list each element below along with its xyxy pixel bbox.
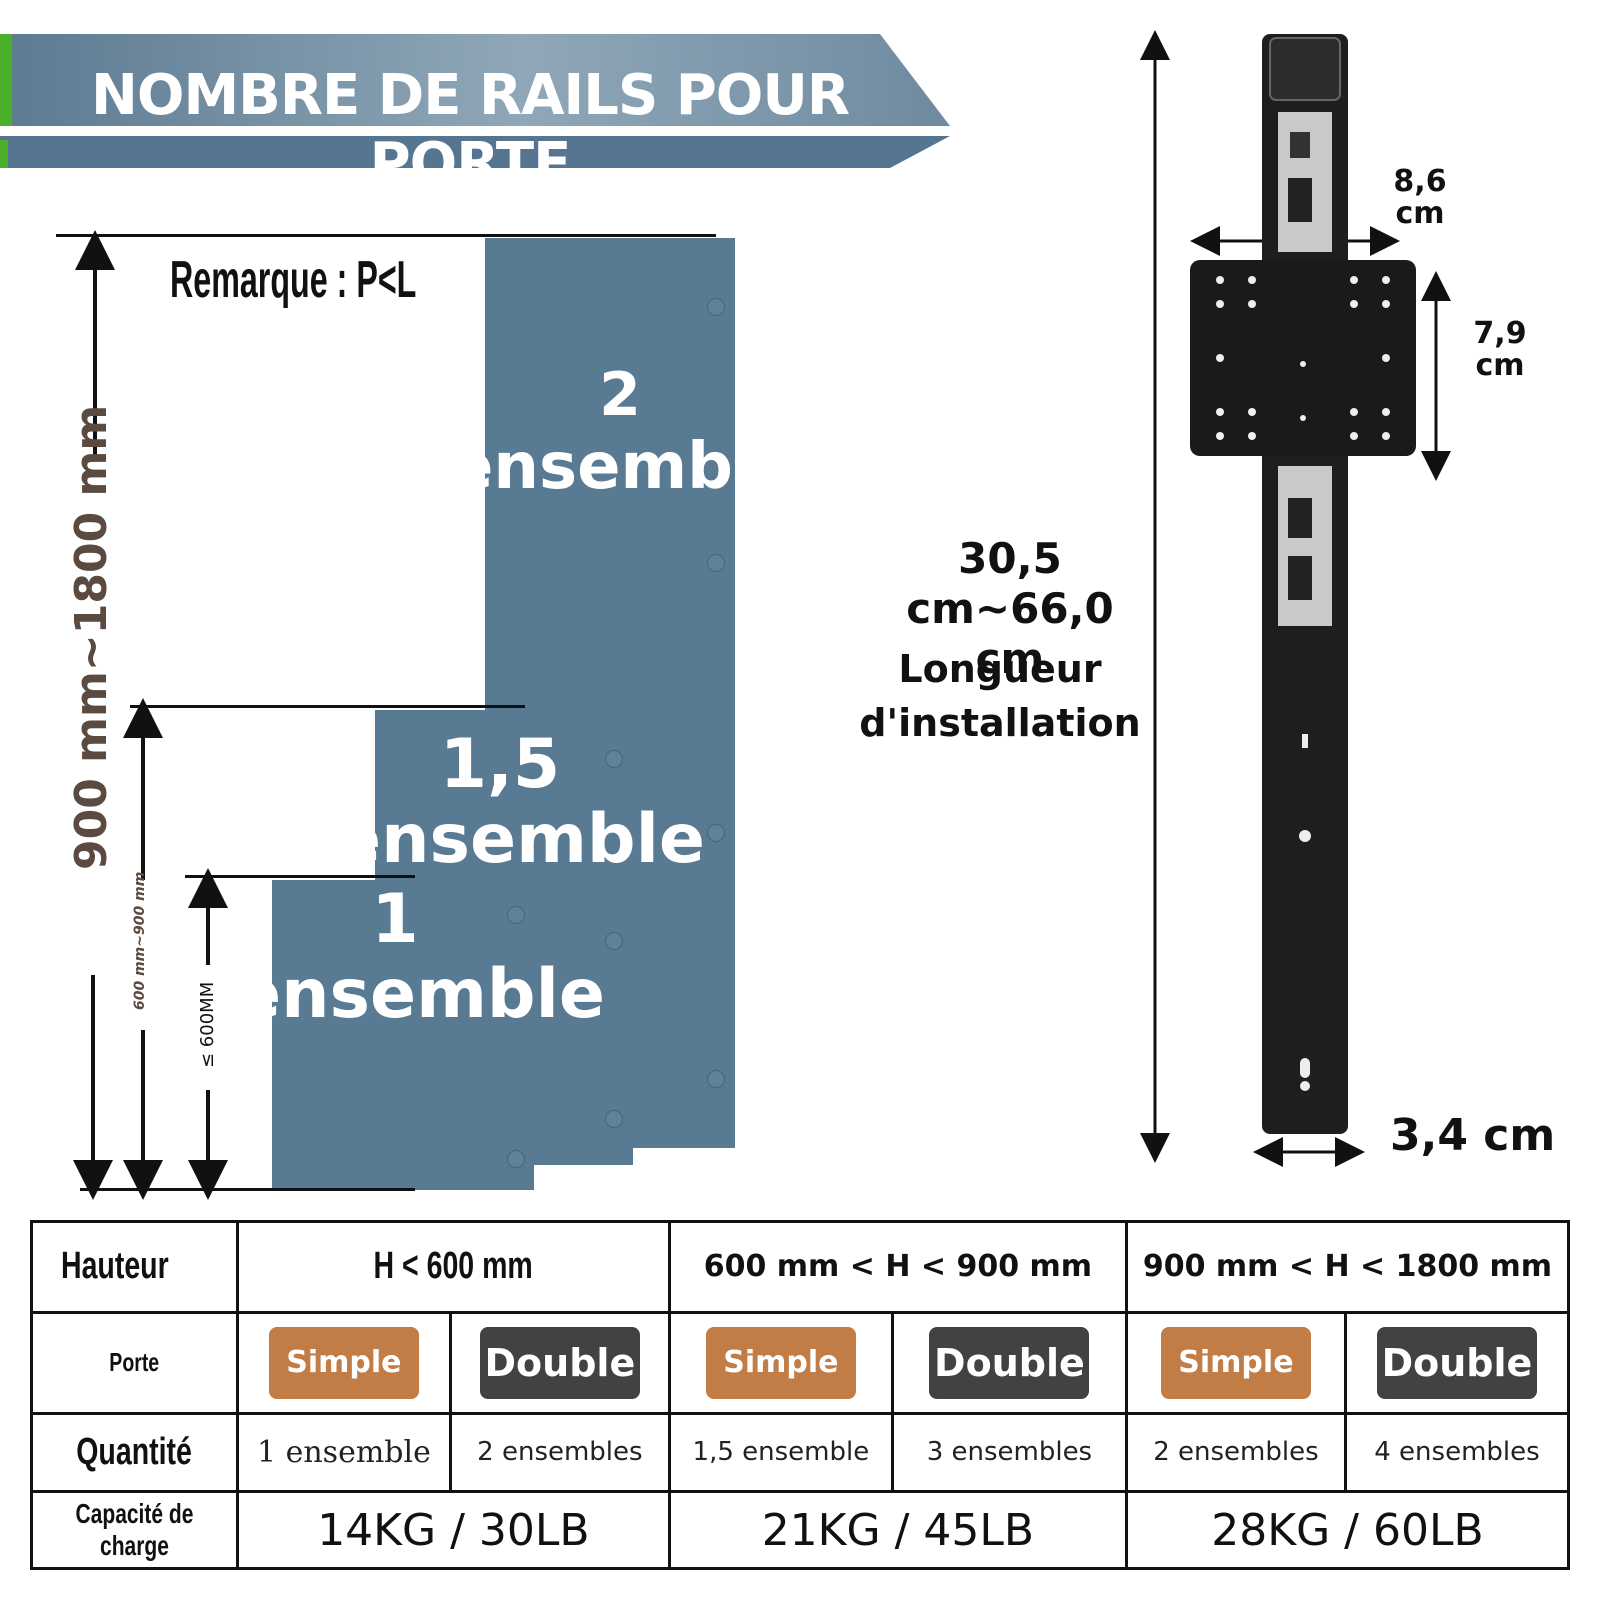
- load-value: 21KG / 45LB: [761, 1504, 1035, 1556]
- quantity-cell: 1 ensemble: [235, 1411, 452, 1494]
- quantity-cell: 1,5 ensemble: [667, 1411, 894, 1494]
- panel-hole: [707, 1070, 725, 1088]
- height-label-large: 900 mm~1800 mm: [66, 404, 117, 870]
- load-cell: 21KG / 45LB: [667, 1490, 1128, 1570]
- quantity-label-cell: Quantité: [30, 1411, 239, 1494]
- header-height-cell: Hauteur: [30, 1220, 239, 1314]
- note-text: Remarque : P<L: [170, 251, 417, 309]
- panel-hole: [707, 824, 725, 842]
- rail-thickness-label: 3,4 cm: [1390, 1110, 1556, 1161]
- header-range-1: H < 600 mm: [373, 1245, 534, 1288]
- quantity-cell: 2 ensembles: [448, 1411, 671, 1494]
- panel-medium-number: 1,5: [439, 725, 561, 804]
- header-height: Hauteur: [61, 1245, 169, 1288]
- quantity-value: 2 ensembles: [1153, 1437, 1319, 1468]
- top-line-large: [56, 234, 716, 237]
- panel-hole: [605, 1110, 623, 1128]
- panel-hole: [507, 906, 525, 924]
- load-value: 14KG / 30LB: [317, 1504, 590, 1556]
- panel-large-number: 2: [599, 360, 641, 430]
- base-line: [80, 1188, 415, 1191]
- quantity-value: 2 ensembles: [477, 1437, 643, 1468]
- spec-table: Hauteur H < 600 mm 600 mm < H < 900 mm 9…: [30, 1220, 1571, 1570]
- rail-width-label: 8,6 cm: [1393, 164, 1447, 231]
- table-row-height: Hauteur H < 600 mm 600 mm < H < 900 mm 9…: [30, 1220, 1571, 1314]
- plate-height-label: 7,9 cm: [1473, 316, 1527, 383]
- header-range-2-cell: 600 mm < H < 900 mm: [667, 1220, 1128, 1314]
- top-line-medium: [130, 705, 525, 708]
- quantity-value: 1,5 ensemble: [692, 1437, 870, 1468]
- load-label: Capacité de charge: [75, 1498, 194, 1562]
- rail-length-caption: Longueur d'installation: [859, 647, 1141, 745]
- panel-hole: [605, 750, 623, 768]
- double-badge: Double: [1376, 1326, 1537, 1399]
- panel-small-word: ensemble: [234, 955, 606, 1034]
- load-cell: 14KG / 30LB: [235, 1490, 671, 1570]
- quantity-cell: 2 ensembles: [1124, 1411, 1347, 1494]
- quantity-label: Quantité: [76, 1430, 193, 1473]
- door-label-cell: Porte: [30, 1310, 239, 1415]
- single-badge: Simple: [705, 1326, 856, 1399]
- title-banner: NOMBRE DE RAILS POUR PORTE: [0, 28, 980, 196]
- load-value: 28KG / 60LB: [1211, 1504, 1484, 1556]
- double-badge: Double: [479, 1326, 640, 1399]
- banner-background: [0, 34, 950, 168]
- panel-large-word: ensemble: [450, 430, 799, 504]
- quantity-value: 3 ensembles: [926, 1437, 1093, 1468]
- panel-hole: [707, 298, 725, 316]
- banner-title: NOMBRE DE RAILS POUR PORTE: [90, 63, 850, 196]
- door-panel-small: [272, 880, 534, 1190]
- top-line-small: [185, 875, 415, 878]
- header-range-1-cell: H < 600 mm: [235, 1220, 671, 1314]
- panel-small-number: 1: [371, 880, 419, 959]
- header-range-3-cell: 900 mm < H < 1800 mm: [1124, 1220, 1571, 1314]
- table-row-quantity: Quantité 1 ensemble 2 ensembles 1,5 ense…: [30, 1411, 1571, 1494]
- rail-length-label: 30,5 cm~66,0 cm: [906, 534, 1114, 683]
- quantity-cell: 3 ensembles: [890, 1411, 1128, 1494]
- table-row-load: Capacité de charge 14KG / 30LB 21KG / 45…: [30, 1490, 1571, 1570]
- height-label-small: ≤ 600MM: [197, 981, 218, 1068]
- door-cell: Double: [890, 1310, 1128, 1415]
- panel-hole: [707, 554, 725, 572]
- quantity-value: 1 ensemble: [256, 1434, 431, 1470]
- door-cell: Double: [448, 1310, 671, 1415]
- door-cell: Double: [1343, 1310, 1571, 1415]
- quantity-value: 4 ensembles: [1374, 1437, 1540, 1468]
- single-badge: Simple: [268, 1326, 419, 1399]
- drawer-rail-illustration: [1190, 34, 1416, 1134]
- panel-hole: [507, 1150, 525, 1168]
- double-badge: Double: [929, 1326, 1090, 1399]
- table-row-door: Porte Simple Double Simple Double Simple…: [30, 1310, 1571, 1415]
- door-cell: Simple: [235, 1310, 452, 1415]
- header-range-3: 900 mm < H < 1800 mm: [1142, 1249, 1553, 1285]
- door-label: Porte: [109, 1347, 160, 1378]
- load-label-cell: Capacité de charge: [30, 1490, 239, 1570]
- door-cell: Simple: [1124, 1310, 1347, 1415]
- panel-medium-word: ensemble: [334, 800, 706, 879]
- panel-hole: [605, 932, 623, 950]
- height-label-medium: 600 mm~900 mm: [132, 871, 148, 1010]
- door-cell: Simple: [667, 1310, 894, 1415]
- load-cell: 28KG / 60LB: [1124, 1490, 1571, 1570]
- single-badge: Simple: [1160, 1326, 1311, 1399]
- quantity-cell: 4 ensembles: [1343, 1411, 1571, 1494]
- header-range-2: 600 mm < H < 900 mm: [703, 1249, 1093, 1285]
